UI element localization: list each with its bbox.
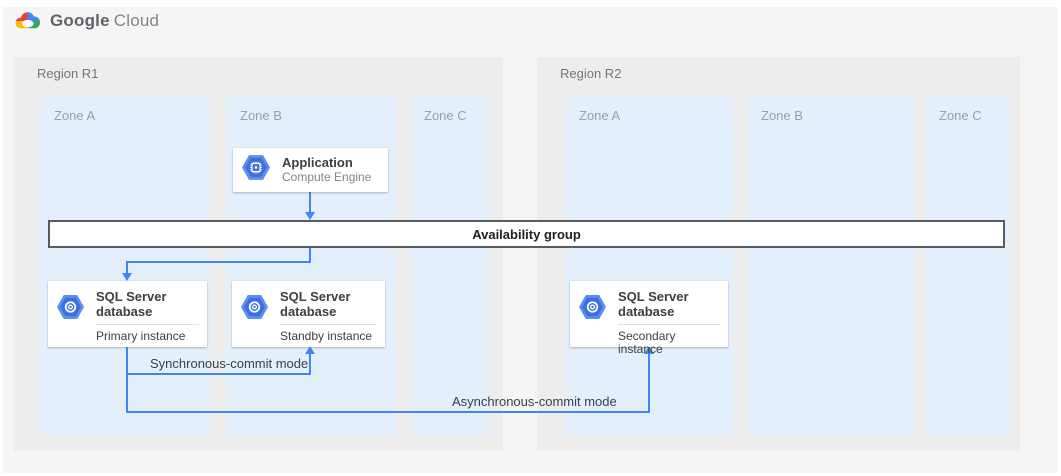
region-r2-zone-a-label: Zone A	[579, 108, 621, 123]
region-r2-zone-c-label: Zone C	[939, 108, 982, 123]
card-divider	[618, 324, 720, 325]
region-r2-zone-b-label: Zone B	[761, 108, 803, 123]
async-commit-line-v	[648, 353, 650, 413]
application-title: Application	[282, 155, 353, 170]
region-r1-zone-a-label: Zone A	[54, 108, 96, 123]
region-r2-label: Region R2	[560, 66, 622, 81]
sql-primary-title: SQL Server database	[96, 289, 167, 319]
async-commit-arrowhead-icon	[644, 346, 654, 354]
group-to-primary-line-v2	[126, 261, 128, 274]
region-r1-label: Region R1	[37, 66, 99, 81]
app-to-group-line	[309, 192, 311, 213]
google-cloud-logo-icon	[15, 12, 41, 29]
sql-primary-card: SQL Server database Primary instance	[48, 281, 207, 347]
compute-engine-icon	[242, 155, 270, 185]
sync-commit-line-v	[309, 353, 311, 375]
sql-server-database-icon	[241, 295, 268, 324]
sql-secondary-card: SQL Server database Secondary instance	[570, 281, 728, 356]
sql-standby-instance-label: Standby instance	[280, 329, 373, 343]
region-r1-zone-c-label: Zone C	[424, 108, 467, 123]
availability-group-bar: Availability group	[48, 220, 1005, 248]
sync-commit-line-h	[126, 373, 311, 375]
card-divider	[96, 324, 199, 325]
logo-product-text: Cloud	[113, 11, 160, 30]
sql-standby-title: SQL Server database	[280, 289, 351, 319]
sql-server-database-icon	[579, 295, 606, 324]
primary-stem-line	[126, 347, 128, 413]
sql-secondary-title: SQL Server database	[618, 289, 689, 319]
sync-commit-arrowhead-icon	[305, 346, 315, 354]
group-to-primary-arrowhead-icon	[122, 273, 132, 281]
sql-secondary-instance-label: Secondary instance	[618, 329, 676, 356]
region-r1-zone-b-label: Zone B	[240, 108, 282, 123]
application-subtitle: Compute Engine	[282, 170, 372, 184]
sync-commit-label: Synchronous-commit mode	[150, 356, 309, 371]
sql-server-database-icon	[57, 295, 84, 324]
group-to-primary-line-v1	[309, 248, 311, 262]
logo-brand-text: Google	[50, 11, 110, 30]
region-r2-zone-b	[747, 97, 915, 435]
availability-group-label: Availability group	[472, 226, 581, 242]
group-to-primary-line-h	[126, 261, 311, 263]
async-commit-line-h	[126, 411, 650, 413]
card-divider	[280, 324, 377, 325]
sql-standby-card: SQL Server database Standby instance	[232, 281, 385, 347]
region-r1-zone-a	[40, 97, 210, 435]
region-r2-zone-c	[925, 97, 1010, 435]
async-commit-label: Asynchronous-commit mode	[452, 394, 617, 409]
application-card: Application Compute Engine	[233, 148, 388, 192]
app-to-group-arrowhead-icon	[305, 212, 315, 220]
region-r1-zone-c	[410, 97, 490, 435]
sql-primary-instance-label: Primary instance	[96, 329, 186, 343]
